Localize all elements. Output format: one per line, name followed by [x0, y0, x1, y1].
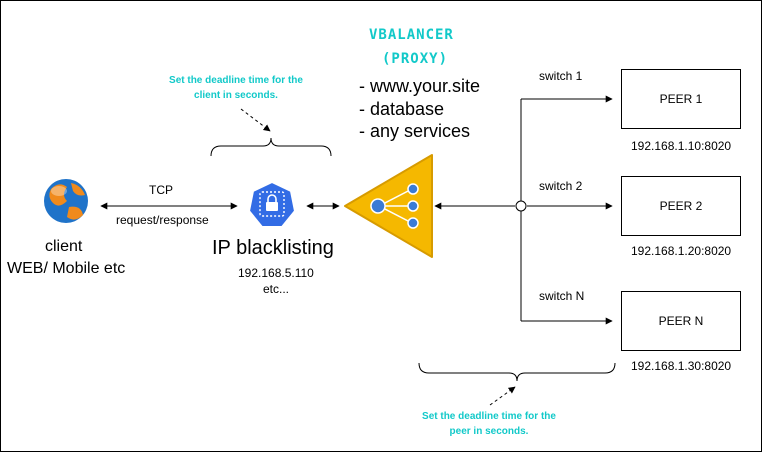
blacklist-etc: etc...	[263, 282, 290, 296]
client-label: client	[45, 238, 83, 255]
peer-n-label: PEER N	[658, 314, 704, 328]
client-timeout-brace	[210, 137, 332, 157]
client-timeout-pointer	[240, 108, 271, 132]
client-sublabel: WEB/ Mobile etc	[7, 260, 126, 277]
peer-2-label: PEER 2	[659, 199, 703, 213]
switch-2-label: switch 2	[539, 179, 583, 193]
peer-1-box: PEER 1	[621, 69, 741, 129]
lock-shield-icon	[247, 180, 297, 228]
peer-2-box: PEER 2	[621, 176, 741, 236]
client-timeout-note: Set the deadline time for the client in …	[169, 75, 303, 101]
protocol-label: TCP	[149, 183, 173, 197]
proxy-service-3: - any services	[359, 121, 471, 141]
blacklist-label: IP blacklisting	[212, 237, 334, 259]
proxy-service-1: - www.your.site	[359, 76, 481, 96]
switch-junction	[515, 200, 527, 212]
proxy-title: VBALANCER	[369, 27, 454, 43]
blacklist-ip: 192.168.5.110	[238, 266, 314, 280]
mode-label: request/response	[116, 213, 209, 227]
switch-n-label: switch N	[539, 289, 585, 303]
peer-1-label: PEER 1	[659, 92, 703, 106]
peer-n-box: PEER N	[621, 291, 741, 351]
load-balancer-icon	[344, 154, 433, 258]
proxy-subtitle: (PROXY)	[382, 51, 449, 67]
peer-timeout-note: Set the deadline time for the peer in se…	[422, 411, 556, 437]
peer-2-address: 192.168.1.20:8020	[631, 244, 732, 258]
peer-timeout-brace	[418, 362, 616, 382]
peer-n-address: 192.168.1.30:8020	[631, 359, 732, 373]
peer-timeout-pointer	[489, 386, 516, 406]
globe-icon	[44, 179, 88, 223]
proxy-service-2: - database	[359, 99, 445, 119]
peer-1-address: 192.168.1.10:8020	[631, 139, 732, 153]
switch-1-label: switch 1	[539, 69, 583, 83]
